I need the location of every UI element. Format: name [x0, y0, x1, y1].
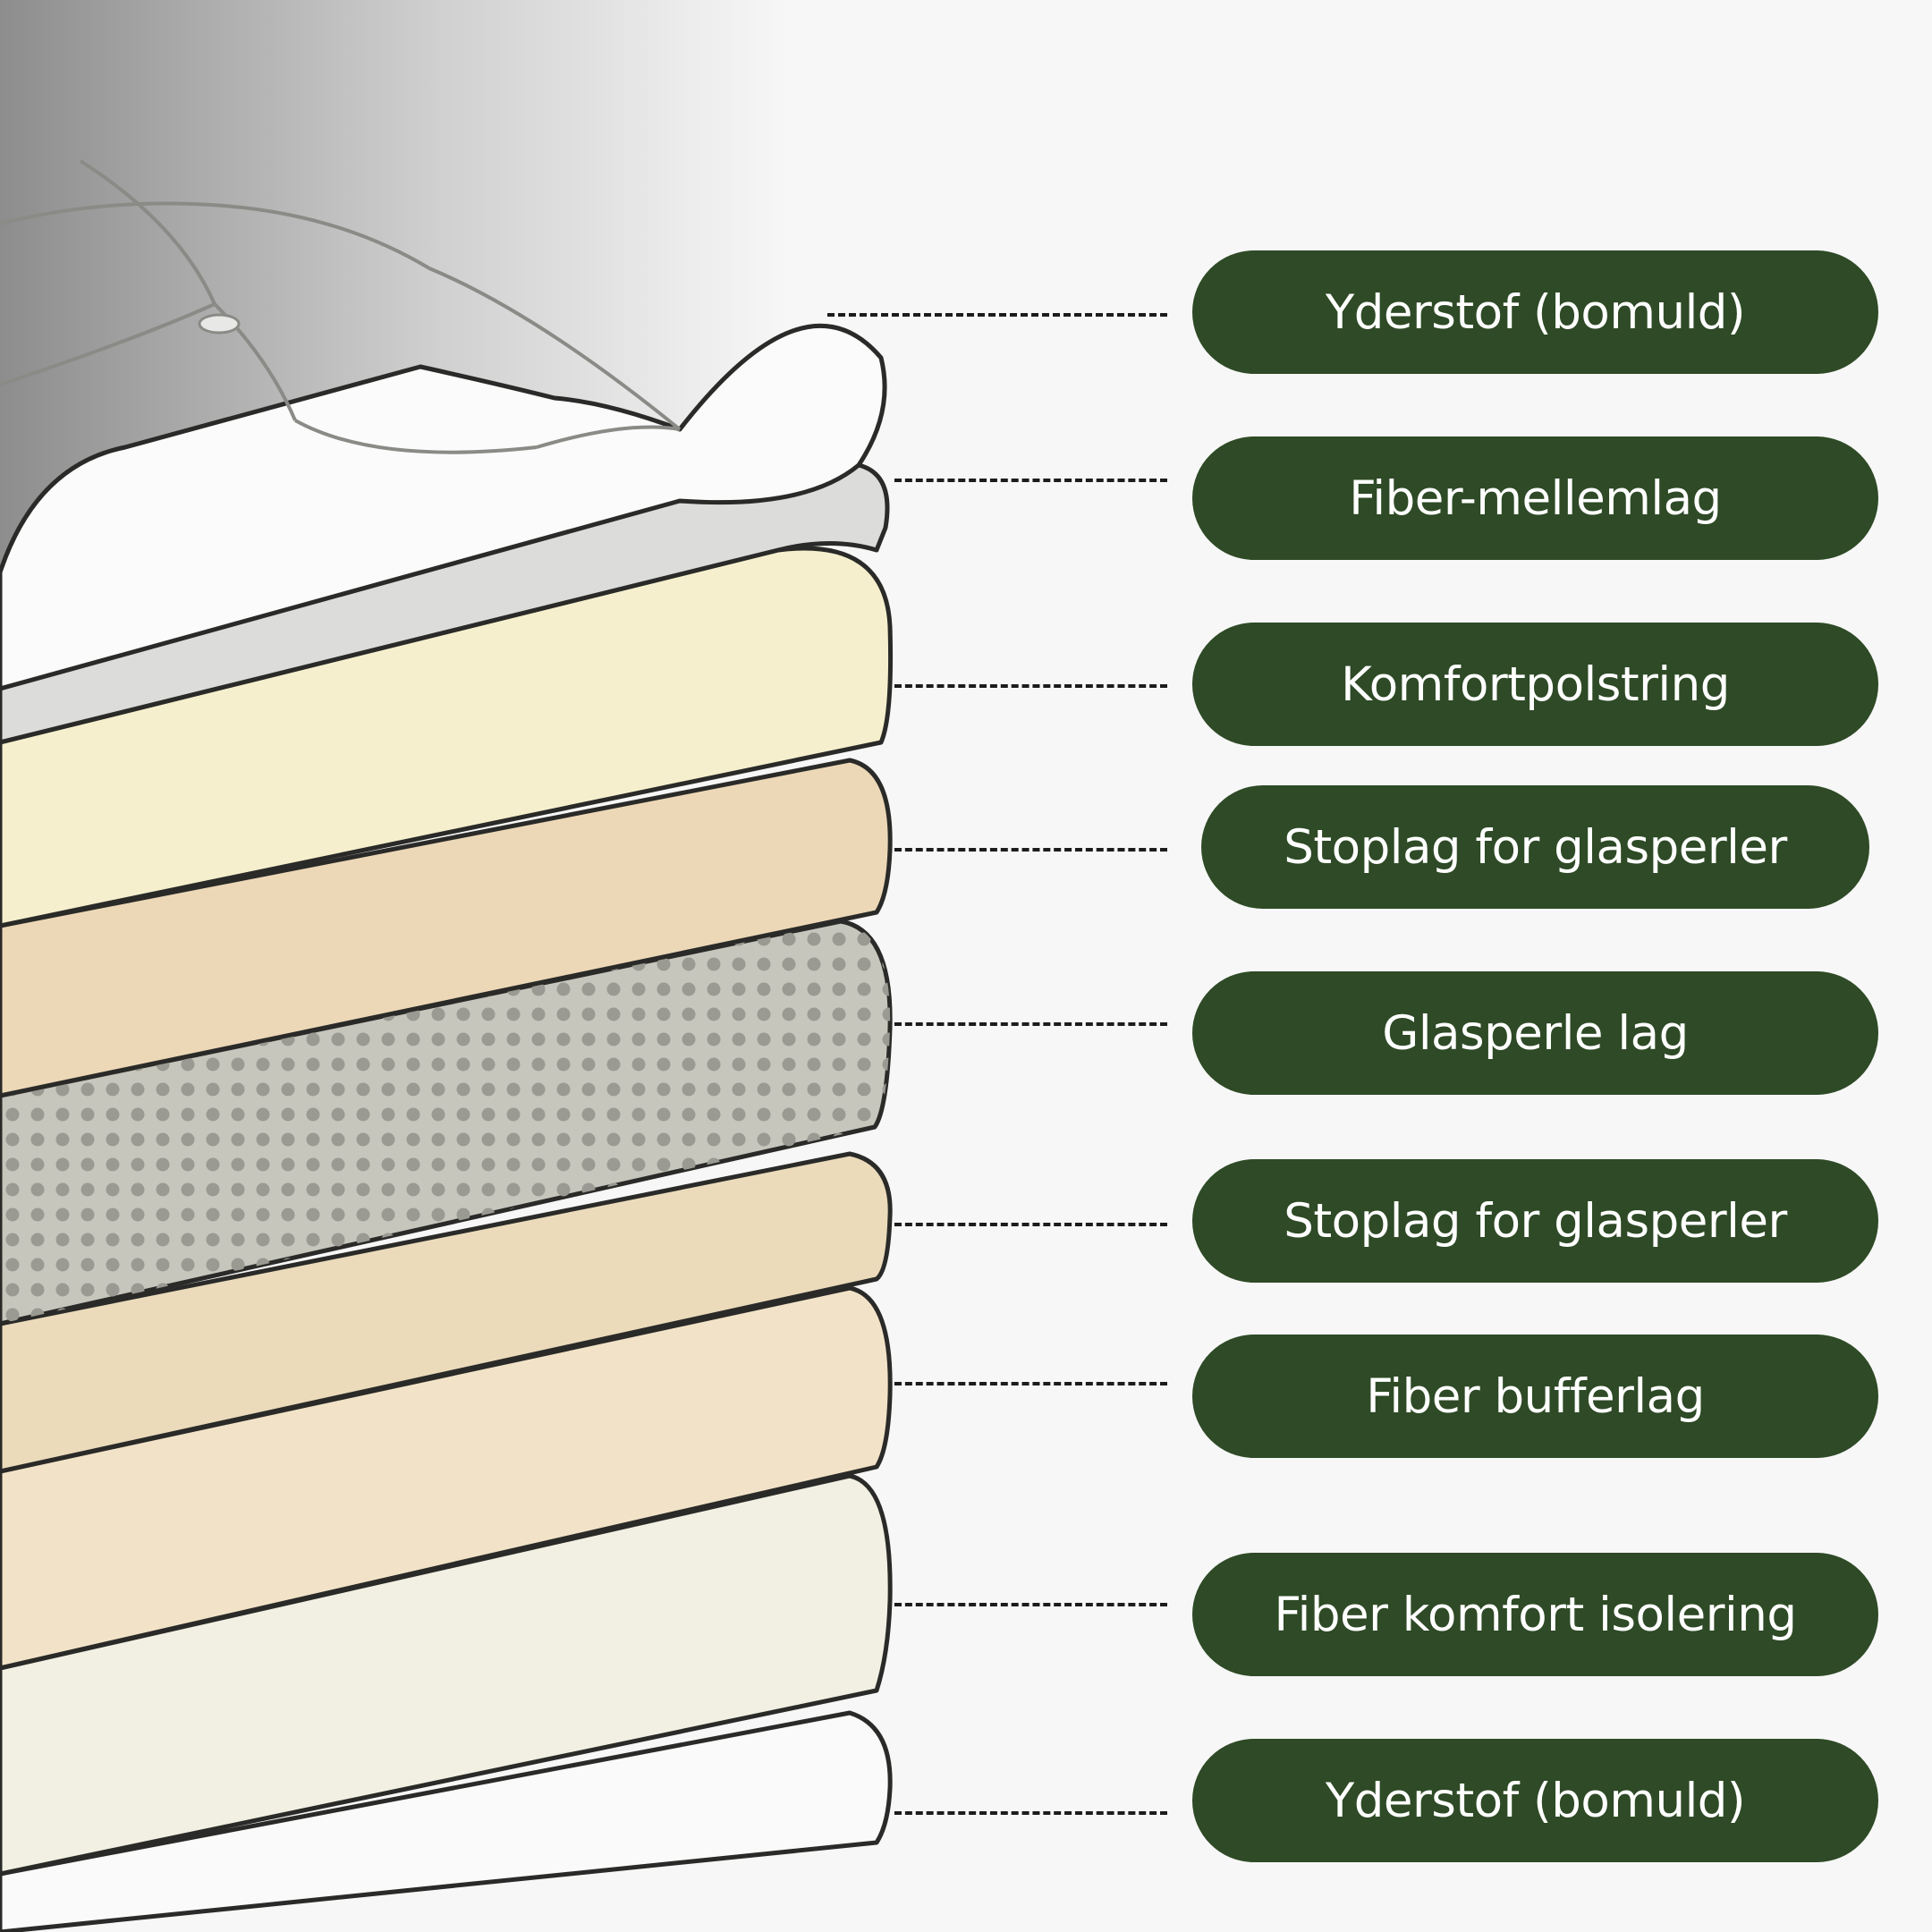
mattress-layer-7	[0, 1285, 893, 1671]
layer-label-pill: Komfortpolstring	[1192, 623, 1878, 746]
quilt-stitch	[536, 425, 681, 449]
layer-label-pill: Fiber-mellemlag	[1192, 436, 1878, 560]
layer-label-text: Komfortpolstring	[1341, 657, 1730, 712]
leader-line	[894, 1223, 1167, 1226]
mattress-layer-8	[0, 1473, 893, 1877]
layer-label-pill: Fiber bufferlag	[1192, 1335, 1878, 1458]
layer-stack	[0, 159, 894, 1932]
leader-line	[894, 1382, 1167, 1385]
layer-label-text: Fiber-mellemlag	[1349, 470, 1722, 526]
quilt-stitch	[0, 201, 431, 270]
tuft-button	[198, 313, 241, 335]
layer-label-pill: Fiber komfort isolering	[1192, 1553, 1878, 1676]
glass-bead-dots	[0, 921, 891, 1324]
leader-line	[894, 684, 1167, 688]
layer-label-text: Fiber komfort isolering	[1274, 1587, 1797, 1642]
layer-label-pill: Stoplag for glasperler	[1201, 785, 1869, 909]
mattress-layer-3	[0, 546, 894, 928]
quilt-stitch	[428, 267, 682, 431]
layer-label-pill: Stoplag for glasperler	[1192, 1159, 1878, 1283]
leader-line	[894, 1811, 1167, 1815]
leader-line	[894, 479, 1167, 482]
layer-label-pill: Yderstof (bomuld)	[1192, 250, 1878, 374]
layer-label-text: Yderstof (bomuld)	[1325, 284, 1746, 340]
leader-line	[827, 313, 1167, 317]
layer-label-text: Yderstof (bomuld)	[1325, 1773, 1746, 1828]
layer-label-text: Stoplag for glasperler	[1284, 1193, 1787, 1249]
layer-label-text: Fiber bufferlag	[1366, 1368, 1705, 1424]
leader-line	[894, 848, 1167, 852]
layer-label-text: Stoplag for glasperler	[1284, 819, 1787, 875]
quilt-stitch	[294, 419, 538, 454]
layer-label-pill: Yderstof (bomuld)	[1192, 1739, 1878, 1862]
mattress-layer-6	[0, 1151, 893, 1474]
leader-line	[894, 1603, 1167, 1606]
quilt-stitch	[79, 159, 216, 305]
leader-line	[894, 1022, 1167, 1026]
mattress-layer-9	[0, 1710, 893, 1932]
mattress-layer-4	[0, 758, 893, 1098]
layer-label-text: Glasperle lag	[1382, 1005, 1689, 1061]
layer-label-pill: Glasperle lag	[1192, 971, 1878, 1095]
mattress-layer-1	[0, 323, 887, 691]
quilt-stitch	[0, 302, 216, 386]
